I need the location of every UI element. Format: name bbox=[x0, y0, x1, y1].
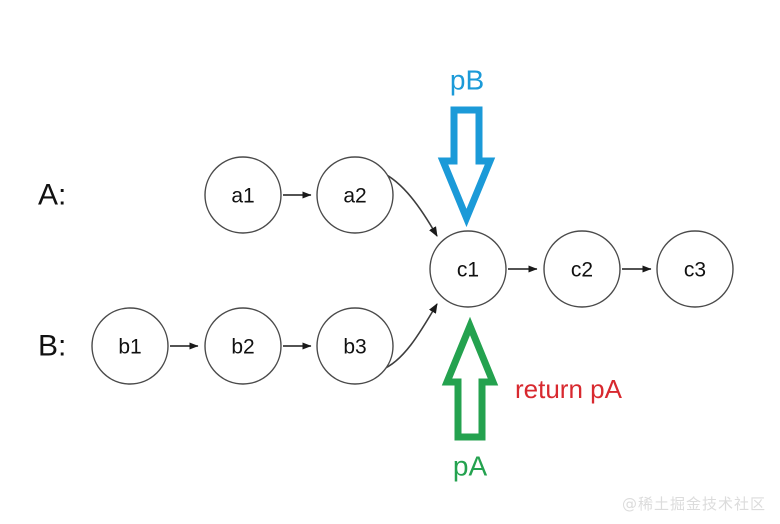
node-a2-label: a2 bbox=[343, 185, 366, 208]
row-label-b: B: bbox=[38, 330, 66, 363]
node-c2-label: c2 bbox=[571, 259, 593, 282]
node-c3-label: c3 bbox=[684, 259, 706, 282]
pointer-pA[interactable]: pA bbox=[441, 316, 499, 482]
pa-up-arrow-icon[interactable] bbox=[441, 316, 499, 441]
node-c2[interactable]: c2 bbox=[543, 230, 621, 308]
node-group: a1 a2 b1 b2 b3 c1 bbox=[91, 156, 734, 385]
pb-down-arrow-icon[interactable] bbox=[437, 106, 496, 228]
return-pa-annotation: return pA bbox=[515, 374, 623, 404]
node-a1-circle[interactable] bbox=[204, 156, 282, 234]
node-b1[interactable]: b1 bbox=[91, 307, 169, 385]
node-b2[interactable]: b2 bbox=[204, 307, 282, 385]
watermark: @稀土掘金技术社区 bbox=[621, 495, 766, 513]
node-a2[interactable]: a2 bbox=[316, 156, 394, 234]
row-label-a: A: bbox=[38, 179, 66, 212]
node-a2-circle[interactable] bbox=[316, 156, 394, 234]
node-b3-label: b3 bbox=[343, 336, 366, 359]
node-b2-circle[interactable] bbox=[204, 307, 282, 385]
node-c1-circle[interactable] bbox=[429, 230, 507, 308]
node-c1[interactable]: c1 bbox=[429, 230, 507, 308]
node-a1-label: a1 bbox=[231, 185, 254, 208]
node-c3-circle[interactable] bbox=[656, 230, 734, 308]
node-c1-label: c1 bbox=[457, 259, 479, 282]
node-b3-circle[interactable] bbox=[316, 307, 394, 385]
node-c2-circle[interactable] bbox=[543, 230, 621, 308]
node-b3[interactable]: b3 bbox=[316, 307, 394, 385]
pa-label: pA bbox=[453, 451, 488, 482]
node-b2-label: b2 bbox=[231, 336, 254, 359]
pb-label: pB bbox=[450, 65, 484, 96]
edge-group-straight bbox=[170, 191, 652, 350]
node-b1-label: b1 bbox=[118, 336, 141, 359]
node-c3[interactable]: c3 bbox=[656, 230, 734, 308]
node-b1-circle[interactable] bbox=[91, 307, 169, 385]
pointer-pB[interactable]: pB bbox=[437, 65, 496, 228]
node-a1[interactable]: a1 bbox=[204, 156, 282, 234]
